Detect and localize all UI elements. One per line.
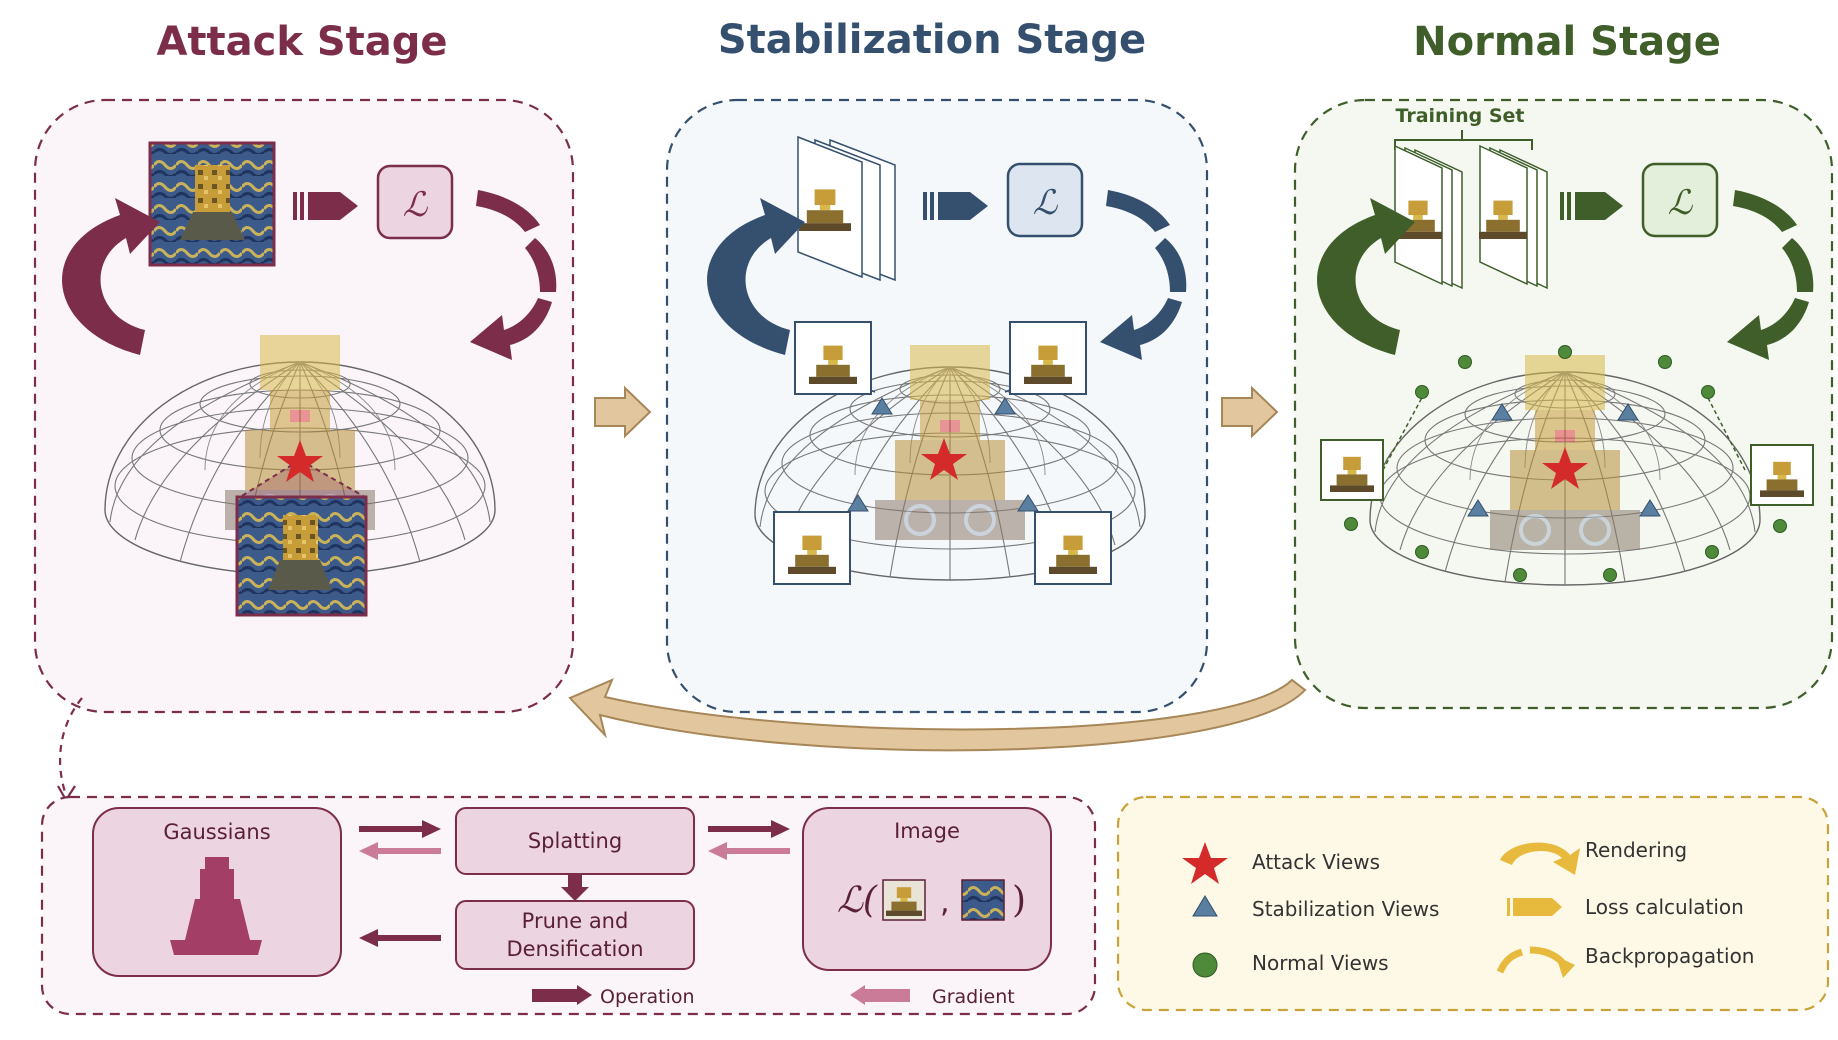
normal-loss-symbol: ℒ (1668, 183, 1694, 223)
training-set-images (1394, 144, 1548, 290)
splatting-label: Splatting (528, 829, 622, 853)
normal-attack-star (1542, 447, 1588, 489)
attack-loss-box (376, 164, 454, 240)
legend-rendering-icon (1500, 842, 1580, 875)
gaussians-label: Gaussians (163, 820, 270, 844)
legend-triangle-icon (1192, 895, 1218, 917)
legend-backpropagation: Backpropagation (1585, 944, 1754, 968)
attack-detail-connector (59, 697, 83, 793)
normal-loss-box (1641, 162, 1719, 238)
training-set-label: Training Set (1395, 105, 1524, 127)
target-image-thumb (961, 879, 1005, 921)
attack-view-image (235, 459, 368, 617)
stage-transition-arrow-1 (594, 385, 652, 439)
legend-dot-icon (1192, 952, 1218, 978)
attack-backprop-arrow (470, 190, 557, 360)
image-loss-open: ℒ( (837, 880, 878, 921)
normal-rendering-arrow (1317, 198, 1415, 355)
legend-normal-views: Normal Views (1252, 951, 1389, 975)
legend-star-icon (1182, 842, 1228, 884)
attack-stage: Attack Stage ℒ (33, 19, 575, 714)
normal-loss-arrow (1560, 192, 1623, 220)
gradient-legend: Gradient (850, 985, 1015, 1008)
stabilization-backprop-arrow (1100, 190, 1187, 360)
attack-loss-symbol: ℒ (403, 185, 429, 225)
stabilization-loss-box (1006, 162, 1084, 238)
attack-loss-arrow (293, 192, 358, 220)
stabilization-view-triangles (847, 397, 1039, 512)
legend-frame (1116, 795, 1830, 1012)
normal-stage: Normal Stage Training Set ℒ (1293, 19, 1834, 710)
gaussians-splatting-arrows (359, 820, 441, 860)
stabilization-image-stack (797, 135, 896, 282)
attack-rendering-arrow (62, 198, 160, 355)
return-to-attack-arrow (568, 678, 1307, 752)
image-loss-close: ) (1012, 880, 1026, 921)
legend-stabilization-views: Stabilization Views (1252, 897, 1439, 921)
operation-label: Operation (600, 986, 695, 1008)
normal-view-dots (1344, 345, 1787, 582)
legend-panel: Attack Views Stabilization Views Normal … (1116, 795, 1830, 1012)
splatting-image-arrows (708, 820, 790, 860)
pipeline-panel: Gaussians Splatting Prune and Densificat… (40, 795, 1097, 1016)
prune-label-line2: Densification (506, 937, 643, 961)
operation-legend: Operation (532, 985, 695, 1008)
stabilization-view-thumbnails (773, 321, 1112, 585)
stabilization-attack-star (921, 438, 967, 480)
stage-transition-arrow-2 (1221, 385, 1279, 439)
normal-stage-title: Normal Stage (1413, 19, 1721, 65)
normal-view-thumbnails (1320, 391, 1814, 506)
legend-backprop-icon (1496, 946, 1575, 978)
image-loss-comma: , (940, 885, 950, 920)
splatting-prune-arrow (561, 874, 589, 901)
legend-rendering: Rendering (1585, 838, 1687, 862)
gaussians-point-cloud (170, 857, 262, 955)
attack-stage-title: Attack Stage (156, 19, 447, 65)
legend-loss-icon (1507, 898, 1562, 916)
attack-target-image (148, 141, 276, 267)
gradient-label: Gradient (932, 986, 1015, 1008)
normal-backprop-arrow (1727, 190, 1814, 360)
attack-view-star (277, 440, 323, 482)
stabilization-rendering-arrow (707, 198, 805, 355)
stabilization-loss-arrow (923, 192, 988, 220)
prune-label-line1: Prune and (522, 909, 629, 933)
stabilization-stage-title: Stabilization Stage (718, 17, 1146, 63)
training-set-brace (1394, 130, 1533, 150)
legend-loss-calculation: Loss calculation (1585, 895, 1744, 919)
image-box (802, 807, 1052, 971)
normal-view-triangles (1467, 403, 1661, 517)
legend-attack-views: Attack Views (1252, 850, 1380, 874)
stabilization-loss-symbol: ℒ (1033, 183, 1059, 223)
prune-gaussians-arrow (359, 929, 441, 947)
stabilization-stage: Stabilization Stage ℒ (665, 17, 1209, 714)
image-label: Image (894, 819, 960, 843)
